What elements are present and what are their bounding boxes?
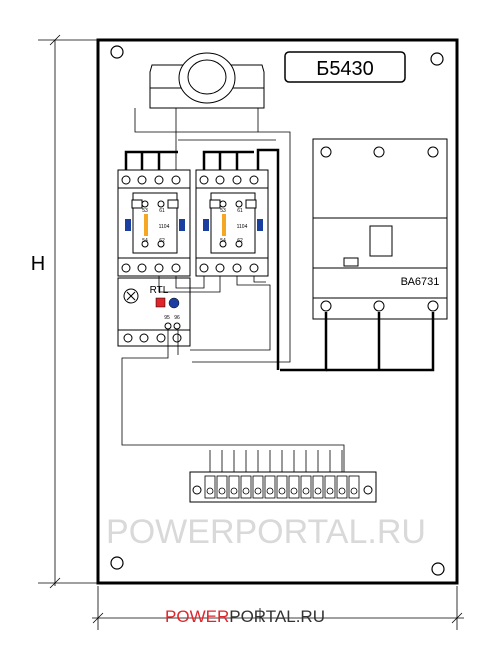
svg-text:62: 62 [237, 238, 243, 244]
svg-text:53: 53 [142, 208, 148, 214]
mounting-hole-icon [110, 556, 124, 570]
button-housing [149, 52, 265, 109]
mounting-hole-icon [430, 52, 444, 66]
footer-logo-portal: PORTAL.RU [229, 607, 325, 626]
mounting-hole-icon [431, 562, 445, 576]
width-label: L [264, 601, 271, 615]
svg-text:54: 54 [142, 238, 148, 244]
breaker-label: ВА6731 [401, 276, 440, 288]
contactor-right [195, 169, 269, 277]
watermark: POWERPORTAL.RU [106, 513, 426, 551]
footer-logo-power: POWER [165, 607, 229, 626]
coil-clips-left [125, 219, 185, 231]
contactor-right-labels: 53 61 1104 54 62 [220, 208, 247, 244]
svg-text:61: 61 [237, 208, 243, 214]
circuit-breaker [312, 138, 448, 320]
svg-text:1104: 1104 [237, 224, 248, 230]
svg-text:62: 62 [159, 238, 165, 244]
coil-clips-right [203, 219, 263, 231]
svg-text:96: 96 [174, 315, 180, 321]
height-label: H [31, 253, 45, 275]
contactor-left-labels: 53 61 1104 54 62 [142, 208, 169, 244]
height-dimension [38, 34, 98, 589]
contact-bar-icon [144, 214, 148, 236]
svg-text:61: 61 [159, 208, 165, 214]
mounting-holes [110, 45, 445, 576]
terminal-wires [209, 450, 343, 472]
model-label-box [284, 51, 406, 83]
svg-text:53: 53 [220, 208, 226, 214]
control-wiring [121, 108, 345, 472]
test-button-icon [168, 297, 180, 309]
thermal-relay [117, 277, 191, 347]
footer-logo: POWERPORTAL.RU [165, 607, 325, 626]
terminal-cells [204, 475, 360, 499]
svg-text:54: 54 [220, 238, 226, 244]
relay-terminal-labels: 95 96 [164, 315, 180, 321]
power-wiring [124, 148, 435, 372]
width-dimension [92, 586, 464, 630]
svg-text:1104: 1104 [159, 224, 170, 230]
model-label: Б5430 [316, 58, 374, 80]
reset-indicator-icon [155, 297, 166, 308]
contactor-left [117, 169, 191, 277]
mounting-hole-icon [110, 45, 124, 59]
svg-text:95: 95 [164, 315, 170, 321]
contact-bar-icon [222, 214, 226, 236]
